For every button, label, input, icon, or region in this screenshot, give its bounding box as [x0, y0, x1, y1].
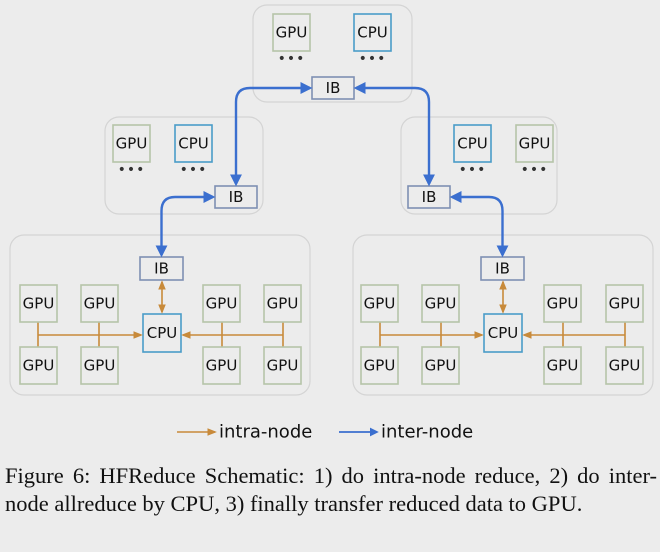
node-middle-left: GPU ••• CPU ••• IB [104, 116, 264, 215]
ellipsis: ••• [180, 162, 208, 178]
gpu-label: GPU [116, 135, 148, 153]
gpu-box [515, 124, 554, 163]
inter-arrow-right [449, 191, 509, 258]
ib-label: IB [495, 260, 510, 278]
gpu-box [360, 284, 399, 323]
cpu-label: CPU [357, 24, 388, 42]
gpu-label: GPU [547, 295, 579, 313]
gpu-label: GPU [23, 357, 55, 375]
node-container [252, 4, 413, 103]
ib-label: IB [229, 188, 244, 206]
ellipsis: ••• [521, 162, 549, 178]
inter-arrow-top-right [353, 82, 435, 187]
figure-caption: Figure 6: HFReduce Schematic: 1) do intr… [5, 463, 657, 516]
gpu-box [605, 346, 644, 385]
gpu-label: GPU [364, 357, 396, 375]
gpu-box [272, 13, 311, 52]
cpu-label: CPU [147, 324, 178, 342]
gpu-label: GPU [23, 295, 55, 313]
gpu-box [19, 284, 58, 323]
legend-intra-label: intra-node [219, 422, 312, 443]
gpu-box [360, 346, 399, 385]
gpu-label: GPU [206, 357, 238, 375]
gpu-label: GPU [609, 357, 641, 375]
ib-label: IB [326, 79, 341, 97]
cpu-box [353, 13, 392, 52]
cpu-box [142, 313, 182, 353]
gpu-label: GPU [276, 24, 308, 42]
gpu-box [421, 346, 460, 385]
gpu-label: GPU [267, 295, 299, 313]
gpu-box [543, 284, 582, 323]
gpu-box [263, 284, 302, 323]
gpu-label: GPU [547, 357, 579, 375]
gpu-label: GPU [364, 295, 396, 313]
gpu-box [112, 124, 151, 163]
inter-arrow-top-left [230, 82, 313, 187]
ib-label: IB [154, 260, 169, 278]
cpu-box [483, 313, 523, 353]
ellipsis: ••• [359, 51, 387, 67]
gpu-label: GPU [609, 295, 641, 313]
gpu-box [263, 346, 302, 385]
gpu-label: GPU [425, 295, 457, 313]
hfreduce-diagram: GPU ••• CPU ••• IB GPU ••• CPU ••• IB CP… [9, 4, 654, 443]
node-bottom-right: IB CPU GPU GPU GPU GPU GPU GPU GPU GPU [352, 234, 654, 396]
legend-inter-label: inter-node [381, 422, 473, 443]
gpu-box [19, 346, 58, 385]
gpu-label: GPU [425, 357, 457, 375]
cpu-label: CPU [457, 135, 488, 153]
legend: intra-node inter-node [177, 422, 473, 443]
gpu-box [80, 346, 119, 385]
gpu-label: GPU [84, 295, 116, 313]
ib-label: IB [422, 188, 437, 206]
node-bottom-left: IB CPU GPU GPU GPU GPU GPU GPU GPU GPU [9, 234, 311, 396]
cpu-box [453, 124, 492, 163]
node-middle-right: CPU ••• GPU ••• IB [400, 116, 558, 215]
gpu-box [543, 346, 582, 385]
gpu-label: GPU [84, 357, 116, 375]
cpu-label: CPU [178, 135, 209, 153]
ellipsis: ••• [118, 162, 146, 178]
gpu-box [605, 284, 644, 323]
cpu-label: CPU [488, 324, 519, 342]
gpu-box [421, 284, 460, 323]
gpu-label: GPU [206, 295, 238, 313]
gpu-box [80, 284, 119, 323]
node-top: GPU ••• CPU ••• IB [252, 4, 413, 103]
ellipsis: ••• [278, 51, 306, 67]
inter-arrow-left [155, 191, 216, 258]
gpu-label: GPU [267, 357, 299, 375]
cpu-box [174, 124, 213, 163]
gpu-box [202, 284, 241, 323]
gpu-box [202, 346, 241, 385]
ellipsis: ••• [459, 162, 487, 178]
gpu-label: GPU [519, 135, 551, 153]
